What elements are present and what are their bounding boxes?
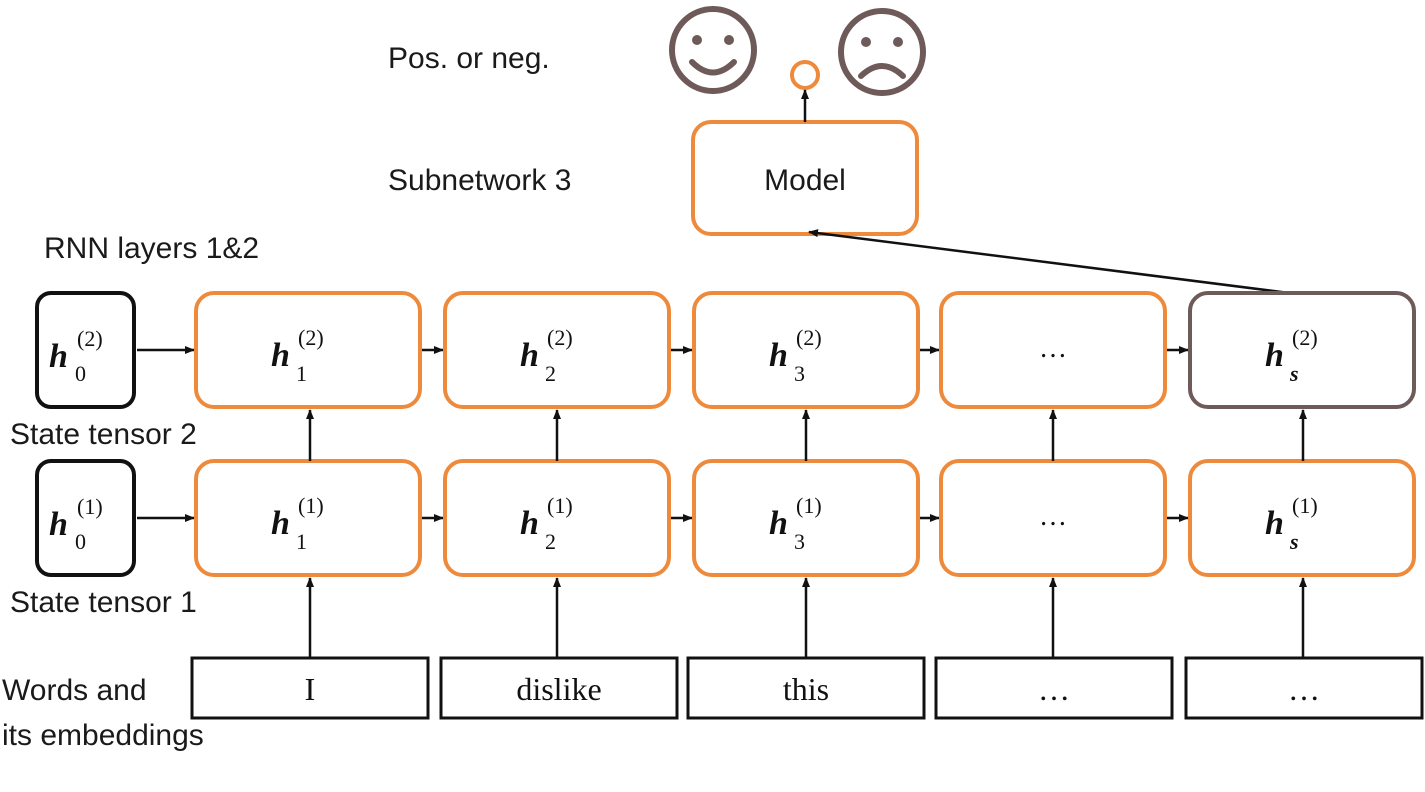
sad-face-icon	[838, 8, 926, 96]
initial-state-layer2	[35, 291, 136, 409]
state-tensor-2-label: State tensor 2	[10, 418, 197, 451]
layer2-cell-3-superscript: (2)	[796, 325, 822, 350]
layer1-cell-5-superscript: (1)	[1292, 493, 1318, 518]
layer2-cell-5-symbol: h	[1265, 337, 1284, 374]
layer2-cell-1-symbol: h	[271, 337, 290, 374]
layer2-cell-4-ellipsis: …	[1039, 333, 1067, 364]
layer1-cell-2-subscript: 2	[545, 529, 556, 554]
layer2-cell-3-symbol: h	[769, 337, 788, 374]
layer2-cell-2-subscript: 2	[545, 361, 556, 386]
words-label-line2: its embeddings	[2, 719, 204, 752]
word-box-4	[934, 656, 1174, 720]
layer2-cell-2-superscript: (2)	[547, 325, 573, 350]
layer1-cell-2-superscript: (1)	[547, 493, 573, 518]
word-label-3: this	[783, 671, 829, 707]
initial-state-layer1	[35, 459, 136, 577]
layer1-cell-3	[692, 459, 920, 577]
layer2-cell-5-superscript: (2)	[1292, 325, 1318, 350]
layer1-cell-4-ellipsis: …	[1039, 501, 1067, 532]
layer2-cell-2	[443, 291, 671, 409]
layer2-cell-4	[939, 291, 1167, 409]
word-label-2: dislike	[516, 671, 601, 707]
layer1-cell-5-subscript: s	[1289, 529, 1299, 554]
layer2-cell-5	[1188, 291, 1416, 409]
initial-state-layer1-math: h (1) 0	[49, 494, 103, 554]
layer2-cell-3	[692, 291, 920, 409]
rnn-layers-label: RNN layers 1&2	[44, 232, 259, 265]
word-label-4: …	[1038, 671, 1070, 707]
word-label-1: I	[305, 671, 316, 707]
state-tensor-1-label: State tensor 1	[10, 586, 197, 619]
layer1-cell-3-subscript: 3	[794, 529, 805, 554]
layer2-cell-1-superscript: (2)	[298, 325, 324, 350]
initial-state-layer1-symbol: h	[49, 506, 68, 543]
subnetwork-label: Subnetwork 3	[388, 164, 571, 197]
layer1-cell-3-symbol: h	[769, 505, 788, 542]
word-box-5	[1184, 656, 1424, 720]
layer2-cell-3-subscript: 3	[794, 361, 805, 386]
output-label: Pos. or neg.	[388, 42, 550, 75]
layer1-cell-5-symbol: h	[1265, 505, 1284, 542]
arrow-final-state-to-model	[808, 229, 1298, 296]
layer2-cell-1-subscript: 1	[296, 361, 307, 386]
model-label: Model	[764, 164, 846, 197]
layer1-cell-5	[1188, 459, 1416, 577]
rnn-cells: h(2)1h(1)1Ih(2)2h(1)2dislikeh(2)3h(1)3th…	[190, 291, 1424, 720]
initial-state-layer2-symbol: h	[49, 338, 68, 375]
layer2-cell-5-subscript: s	[1289, 361, 1299, 386]
happy-face-icon	[669, 6, 757, 94]
word-box-1	[190, 656, 430, 720]
layer1-cell-2	[443, 459, 671, 577]
words-label-line1: Words and	[2, 674, 147, 707]
layer2-cell-2-symbol: h	[520, 337, 539, 374]
layer1-cell-3-superscript: (1)	[796, 493, 822, 518]
word-label-5: …	[1288, 671, 1320, 707]
layer1-cell-1-symbol: h	[271, 505, 290, 542]
output-node-icon	[790, 60, 820, 90]
word-box-3	[686, 656, 926, 720]
layer1-cell-1-subscript: 1	[296, 529, 307, 554]
initial-state-layer2-subscript: 0	[75, 361, 86, 386]
layer1-cell-2-symbol: h	[520, 505, 539, 542]
initial-state-layer2-math: h (2) 0	[49, 326, 103, 386]
initial-state-layer1-superscript: (1)	[77, 494, 103, 519]
word-box-2	[439, 656, 679, 720]
initial-state-layer1-subscript: 0	[75, 529, 86, 554]
layer1-cell-1-superscript: (1)	[298, 493, 324, 518]
layer2-cell-1	[194, 291, 422, 409]
layer1-cell-1	[194, 459, 422, 577]
initial-state-layer2-superscript: (2)	[77, 326, 103, 351]
